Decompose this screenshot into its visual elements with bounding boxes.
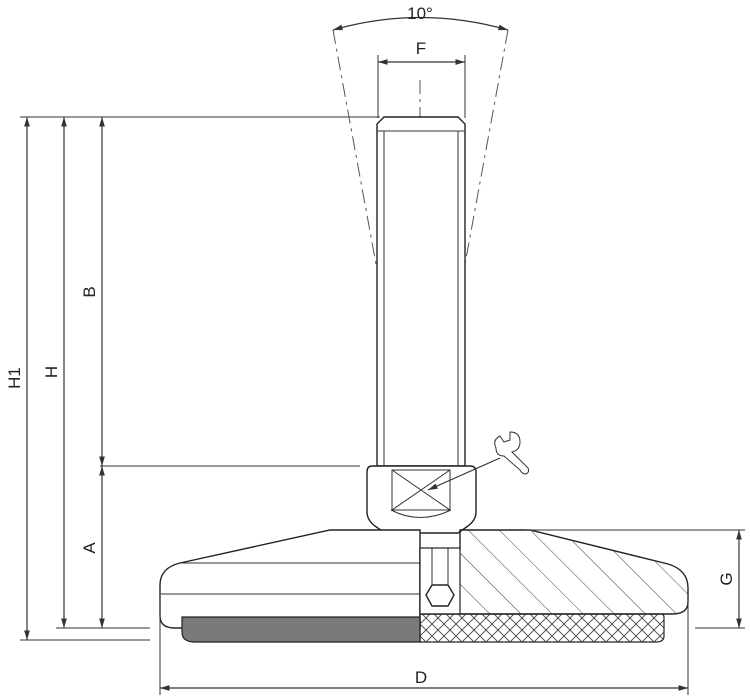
wrench-icon [427,431,530,491]
dimension-f [377,55,466,118]
h-label: H [42,366,61,378]
base-left-half [159,529,421,629]
extension-lines [20,116,745,641]
threaded-stud [376,116,466,467]
d-label: D [415,668,427,687]
dimension-d [159,595,689,695]
a-label: A [80,542,99,554]
f-label: F [416,39,426,58]
ball-joint-nut [366,465,477,534]
base-section [419,529,689,615]
anti-slip-pad [181,613,665,643]
b-label: B [80,286,99,297]
g-label: G [717,572,736,585]
h1-label: H1 [5,367,24,389]
angle-label: 10° [407,4,433,23]
